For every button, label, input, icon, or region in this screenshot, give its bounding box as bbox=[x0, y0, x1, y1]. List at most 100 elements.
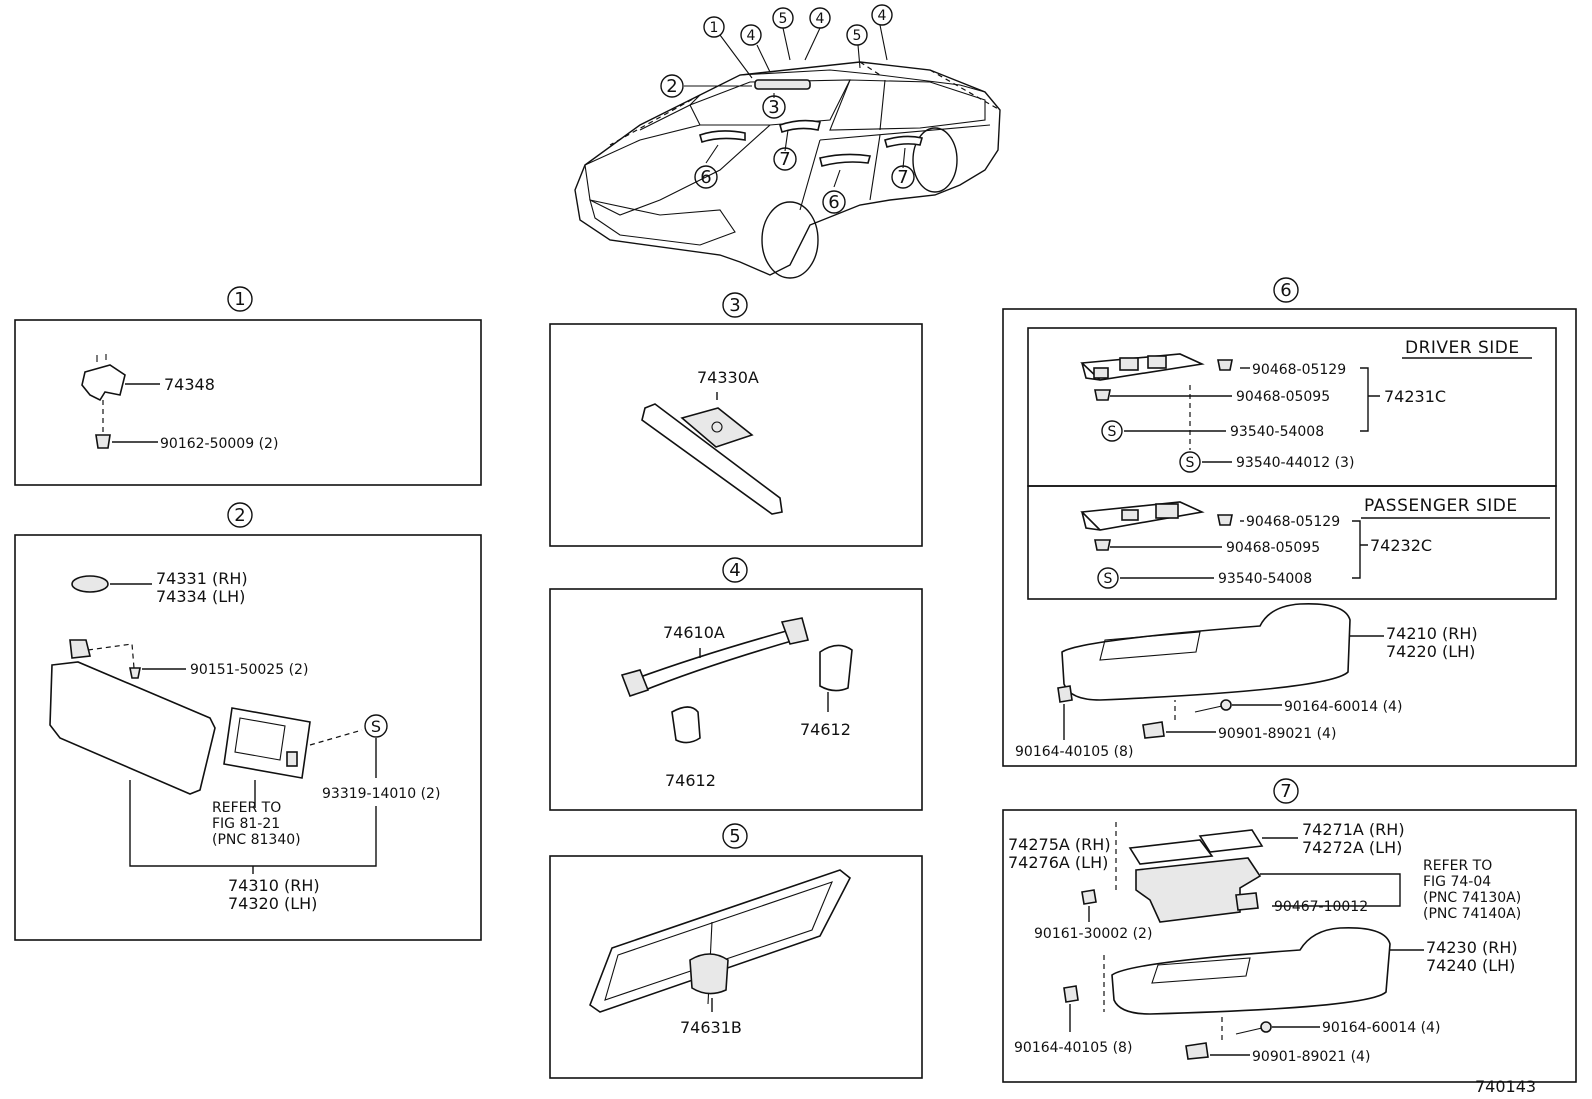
label-90164-60014-s7: 90164-60014 (4) bbox=[1322, 1020, 1440, 1036]
label-90468-05095-driver: 90468-05095 bbox=[1236, 389, 1330, 405]
holder-74631B bbox=[689, 953, 729, 995]
cover-74271A bbox=[1198, 829, 1264, 853]
overview-callout-5b[interactable]: 5 bbox=[846, 24, 868, 46]
vanity-mirror-glass bbox=[234, 717, 286, 761]
overview-callout-4c[interactable]: 4 bbox=[871, 4, 893, 26]
label-74232C: 74232C bbox=[1370, 536, 1432, 555]
label-74631B: 74631B bbox=[680, 1018, 742, 1037]
armrest-s7-pocket bbox=[1151, 957, 1251, 984]
label-74271A-rh: 74271A (RH) bbox=[1302, 820, 1405, 839]
car-overview: 1 4 5 4 4 5 2 3 bbox=[574, 4, 1001, 279]
car-hidden-lines bbox=[609, 61, 1001, 146]
overview-callout-4b[interactable]: 4 bbox=[809, 7, 831, 29]
label-pnc-74130A: (PNC 74130A) bbox=[1423, 890, 1521, 906]
passenger-side-header: PASSENGER SIDE bbox=[1364, 496, 1518, 516]
section-6-callout[interactable]: 6 bbox=[1273, 277, 1299, 303]
overview-callout-7b-num: 7 bbox=[897, 167, 908, 188]
section-3: 3 74330A bbox=[549, 292, 923, 547]
section-6: 6 DRIVER SIDE 90468-05129 90468-05095 S … bbox=[1002, 277, 1577, 767]
section-4-box bbox=[549, 588, 923, 811]
passenger-switch-panel bbox=[1080, 501, 1205, 531]
overview-callout-6a-num: 6 bbox=[700, 167, 711, 188]
overview-callout-1[interactable]: 1 bbox=[703, 16, 725, 38]
overview-callout-2-num: 2 bbox=[666, 76, 677, 97]
section-4-callout[interactable]: 4 bbox=[722, 557, 748, 583]
passenger-switch-2 bbox=[1155, 503, 1179, 519]
section-4-num: 4 bbox=[729, 560, 740, 581]
label-74310-rh: 74310 (RH) bbox=[228, 876, 320, 895]
section-7-num: 7 bbox=[1280, 781, 1291, 802]
overview-callout-6b-num: 6 bbox=[828, 192, 839, 213]
section-2-num: 2 bbox=[234, 505, 245, 526]
cover-74612-a bbox=[671, 706, 701, 744]
visor-holder-74331 bbox=[71, 575, 109, 593]
screw-90164-40105 bbox=[1057, 685, 1073, 703]
overview-callout-7b[interactable]: 7 bbox=[891, 165, 915, 189]
inner-mirror-74330A bbox=[641, 403, 783, 515]
driver-switch-3 bbox=[1093, 367, 1109, 379]
overview-callout-6a[interactable]: 6 bbox=[694, 165, 718, 189]
label-74220-lh: 74220 (LH) bbox=[1386, 642, 1475, 661]
label-74610A: 74610A bbox=[663, 623, 725, 642]
car-body-outline bbox=[574, 61, 1001, 276]
section-3-callout[interactable]: 3 bbox=[722, 292, 748, 318]
section-6-num: 6 bbox=[1280, 280, 1291, 301]
car-hood bbox=[584, 124, 772, 216]
overview-armrest-rear-c bbox=[884, 135, 923, 148]
mirror-screw-dash bbox=[309, 729, 363, 746]
label-74612-a: 74612 bbox=[665, 771, 716, 790]
section-5-num: 5 bbox=[729, 826, 740, 847]
section-7-box bbox=[1002, 809, 1577, 1083]
passenger-clip bbox=[1094, 539, 1111, 551]
label-90151-50025: 90151-50025 (2) bbox=[190, 662, 308, 678]
section-7-callout[interactable]: 7 bbox=[1273, 778, 1299, 804]
overview-callout-2[interactable]: 2 bbox=[660, 74, 684, 98]
screw-90151 bbox=[129, 667, 141, 679]
armrest-74230 bbox=[1111, 927, 1391, 1015]
cover-74275A bbox=[1128, 839, 1214, 865]
passenger-side-box bbox=[1027, 485, 1557, 600]
section-1-callout[interactable]: 1 bbox=[227, 286, 253, 312]
label-74230-rh: 74230 (RH) bbox=[1426, 938, 1518, 957]
car-door-lines bbox=[799, 124, 991, 211]
switch-base-s7 bbox=[1135, 857, 1262, 923]
section-6-box bbox=[1002, 308, 1577, 767]
overview-callout-4a-num: 4 bbox=[747, 28, 756, 44]
section-2-callout[interactable]: 2 bbox=[227, 502, 253, 528]
section-2-box bbox=[14, 534, 482, 941]
screw-90162-50009 bbox=[95, 434, 111, 449]
section-5: 5 74631B bbox=[549, 823, 923, 1079]
overview-callout-7a[interactable]: 7 bbox=[773, 147, 797, 171]
overview-callout-4a[interactable]: 4 bbox=[740, 24, 762, 46]
overview-leaders bbox=[684, 24, 906, 188]
label-74240-lh: 74240 (LH) bbox=[1426, 956, 1515, 975]
s-mark-passenger: S bbox=[1097, 567, 1119, 589]
label-93540-54008-passenger: 93540-54008 bbox=[1218, 571, 1312, 587]
rear-window-inner bbox=[604, 881, 833, 1001]
label-90468-05129-passenger: 90468-05129 bbox=[1246, 514, 1340, 530]
screw-head-90164-60014-s7 bbox=[1260, 1021, 1272, 1033]
section-7: 7 74275A (RH) 74276A (LH) 74271A (RH) 74… bbox=[1002, 778, 1577, 1083]
armrest-74210 bbox=[1061, 603, 1351, 701]
section-5-callout[interactable]: 5 bbox=[722, 823, 748, 849]
s-mark-section2: S bbox=[364, 714, 388, 738]
armrest-pocket bbox=[1099, 631, 1201, 661]
label-90467-10012: 90467-10012 bbox=[1274, 899, 1368, 915]
grip-end-right bbox=[780, 617, 809, 645]
section-3-num: 3 bbox=[729, 295, 740, 316]
overview-callout-6b[interactable]: 6 bbox=[822, 190, 846, 214]
overview-callout-7a-num: 7 bbox=[779, 149, 790, 170]
label-74612-b: 74612 bbox=[800, 720, 851, 739]
label-74272A-lh: 74272A (LH) bbox=[1302, 838, 1402, 857]
screw-90467-10012 bbox=[1235, 892, 1259, 911]
overview-callout-3[interactable]: 3 bbox=[762, 95, 786, 119]
overview-armrest-front bbox=[699, 130, 746, 144]
label-90164-60014-s6: 90164-60014 (4) bbox=[1284, 699, 1402, 715]
overview-callout-5a[interactable]: 5 bbox=[772, 7, 794, 29]
label-90468-05095-passenger: 90468-05095 bbox=[1226, 540, 1320, 556]
label-90164-40105-s7: 90164-40105 (8) bbox=[1014, 1040, 1132, 1056]
grip-end-left bbox=[620, 669, 650, 698]
label-90161-30002: 90161-30002 (2) bbox=[1034, 926, 1152, 942]
screw-90164-60014 bbox=[1194, 705, 1223, 713]
